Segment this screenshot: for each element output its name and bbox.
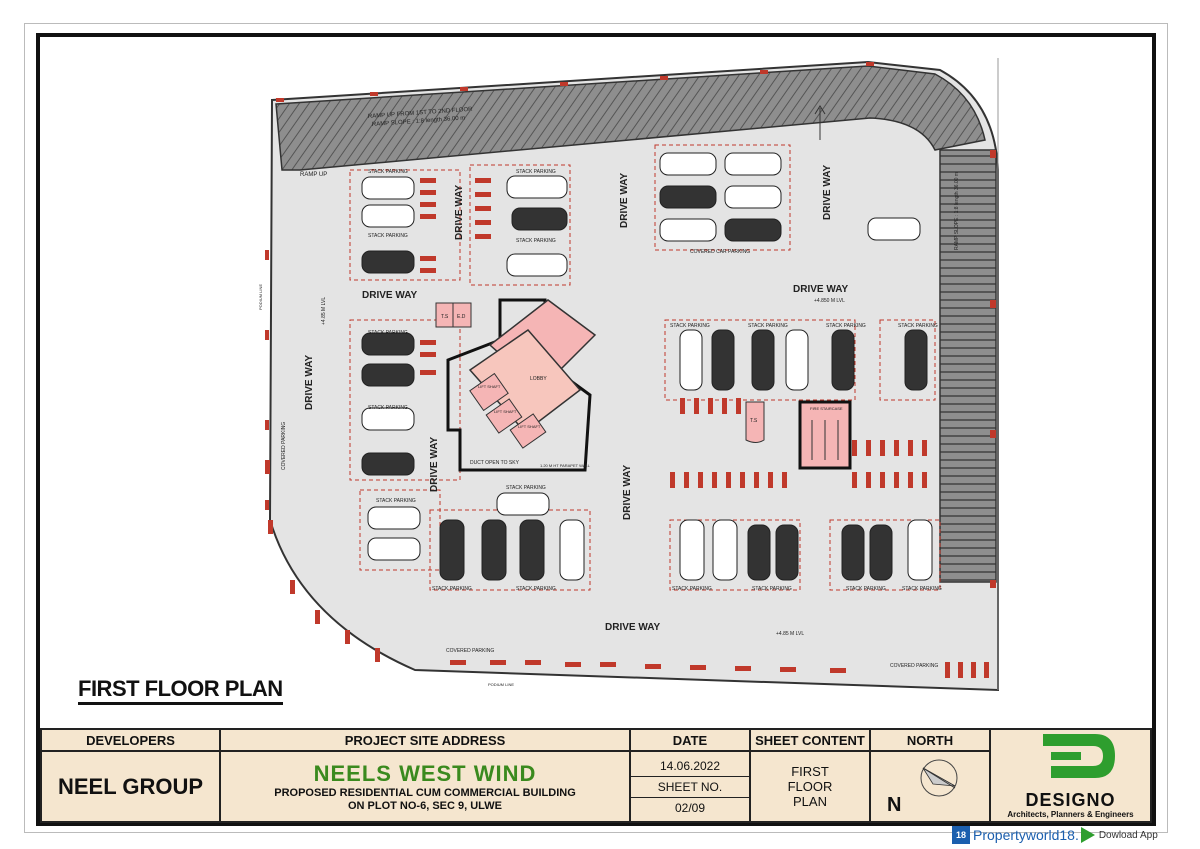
level-label: +4.85 M LVL — [321, 297, 327, 325]
drive-way-label: DRIVE WAY — [822, 164, 833, 220]
firm-name: DESIGNO — [1025, 790, 1116, 810]
project-desc-line-1: PROPOSED RESIDENTIAL CUM COMMERCIAL BUIL… — [274, 786, 576, 799]
covered-car-parking-label: COVERED CAR PARKING — [690, 249, 750, 255]
two-wheeler-parking — [265, 178, 989, 678]
duct-label: DUCT OPEN TO SKY — [470, 460, 520, 466]
sheet-content-value: FIRST FLOOR PLAN — [787, 764, 833, 809]
stack-parking-label: STACK PARKING — [432, 586, 472, 592]
ts-label: T.S — [441, 314, 449, 320]
lift-shaft-label: LIFT SHAFT — [494, 409, 517, 414]
plan-title: FIRST FLOOR PLAN — [78, 676, 283, 705]
drive-way-label: DRIVE WAY — [619, 172, 630, 228]
stack-parking-label: STACK PARKING — [902, 586, 942, 592]
date-header: DATE — [629, 728, 751, 752]
sheet-no-label: SHEET NO. — [631, 777, 749, 798]
stack-parking-label: STACK PARKING — [846, 586, 886, 592]
stack-parking-label: STACK PARKING — [516, 586, 556, 592]
parked-cars — [361, 152, 933, 581]
parapet-label: 1.20 M HT PARAPET WALL — [540, 463, 591, 468]
play-store-icon — [1080, 827, 1095, 843]
drive-way-label: DRIVE WAY — [429, 436, 440, 492]
drive-way-label: DRIVE WAY — [793, 284, 849, 295]
drive-way-label: DRIVE WAY — [454, 184, 465, 240]
podium-line-label: PODIUM LINE — [258, 284, 263, 310]
covered-parking-label: COVERED PARKING — [890, 663, 938, 669]
watermark-banner: 18 Propertyworld18. Dowload App — [952, 824, 1158, 846]
firm-logo-cell: DESIGNO Architects, Planners & Engineers — [989, 728, 1152, 823]
stack-parking-label: STACK PARKING — [670, 323, 710, 329]
core-lobby — [435, 298, 597, 472]
stack-parking-label: STACK PARKING — [376, 498, 416, 504]
lift-shaft-label: LIFT SHAFT — [518, 424, 541, 429]
date-value: 14.06.2022 — [631, 756, 749, 777]
stack-parking-label: STACK PARKING — [368, 169, 408, 175]
propertyworld-logo-icon: 18 — [952, 826, 970, 844]
stack-parking-label: STACK PARKING — [826, 323, 866, 329]
edge-columns — [265, 62, 996, 588]
fire-staircase-label: FIRE STAIRCASE — [810, 406, 843, 411]
ramp-up-label: RAMP UP — [300, 172, 327, 178]
developer-name: NEEL GROUP — [57, 773, 204, 799]
drive-way-label: DRIVE WAY — [622, 464, 633, 520]
stack-parking-label: STACK PARKING — [672, 586, 712, 592]
parking-outlines — [349, 144, 941, 591]
north-cell: N — [869, 750, 991, 823]
stack-parking-label: STACK PARKING — [752, 586, 792, 592]
ramp-right — [939, 149, 997, 583]
title-block: DEVELOPERS PROJECT SITE ADDRESS DATE SHE… — [40, 728, 1152, 823]
stack-parking-label: STACK PARKING — [368, 405, 408, 411]
ts-label: T.S — [750, 418, 758, 424]
address-cell: NEELS WEST WIND PROPOSED RESIDENTIAL CUM… — [219, 750, 631, 823]
drive-way-label: DRIVE WAY — [304, 354, 315, 410]
covered-parking-label: COVERED PARKING — [446, 648, 494, 654]
date-cell: 14.06.2022 SHEET NO. 02/09 — [629, 750, 751, 823]
address-header: PROJECT SITE ADDRESS — [219, 728, 631, 752]
ramp-note-2: RAMP SLOPE : 1:8 length 36.00 m — [954, 172, 960, 250]
stack-parking-label: STACK PARKING — [516, 169, 556, 175]
stack-parking-label: STACK PARKING — [516, 238, 556, 244]
stack-parking-label: STACK PARKING — [898, 323, 938, 329]
north-letter: N — [887, 794, 902, 816]
outer-border — [24, 23, 1168, 833]
stack-parking-label: STACK PARKING — [748, 323, 788, 329]
stack-parking-label: STACK PARKING — [368, 233, 408, 239]
stack-parking-label: STACK PARKING — [506, 485, 546, 491]
covered-parking-label: COVERED PARKING — [281, 422, 287, 470]
drive-way-label: DRIVE WAY — [605, 622, 661, 633]
ramp-top — [275, 65, 986, 171]
sheet-content-header: SHEET CONTENT — [749, 728, 871, 752]
podium-line-label: PODIUM LINE — [488, 682, 514, 687]
developer-cell: NEEL GROUP — [40, 750, 221, 823]
ed-label: E.D — [457, 314, 466, 320]
lift-shaft-label: LIFT SHAFT — [478, 384, 501, 389]
project-name: NEELS WEST WIND — [313, 760, 537, 786]
sheet-no-value: 02/09 — [674, 800, 706, 815]
developers-header: DEVELOPERS — [40, 728, 221, 752]
designo-logo-icon — [1042, 734, 1115, 778]
watermark-site[interactable]: Propertyworld18. — [973, 827, 1079, 843]
stack-parking-label: STACK PARKING — [368, 330, 408, 336]
level-label: +4.850 M LVL — [814, 298, 845, 304]
drive-way-label: DRIVE WAY — [362, 290, 418, 301]
sheet-content-cell: FIRST FLOOR PLAN — [749, 750, 871, 823]
plan-arrow — [814, 105, 826, 140]
firm-tagline: Architects, Planners & Engineers — [1007, 810, 1134, 819]
level-label: +4.85 M LVL — [776, 631, 804, 637]
north-compass-icon — [920, 759, 958, 797]
lobby-label: LOBBY — [530, 376, 547, 382]
north-header: NORTH — [869, 728, 991, 752]
project-desc-line-2: ON PLOT NO-6, SEC 9, ULWE — [347, 799, 503, 812]
fire-staircase — [745, 400, 852, 470]
download-app-link[interactable]: Dowload App — [1098, 829, 1158, 841]
